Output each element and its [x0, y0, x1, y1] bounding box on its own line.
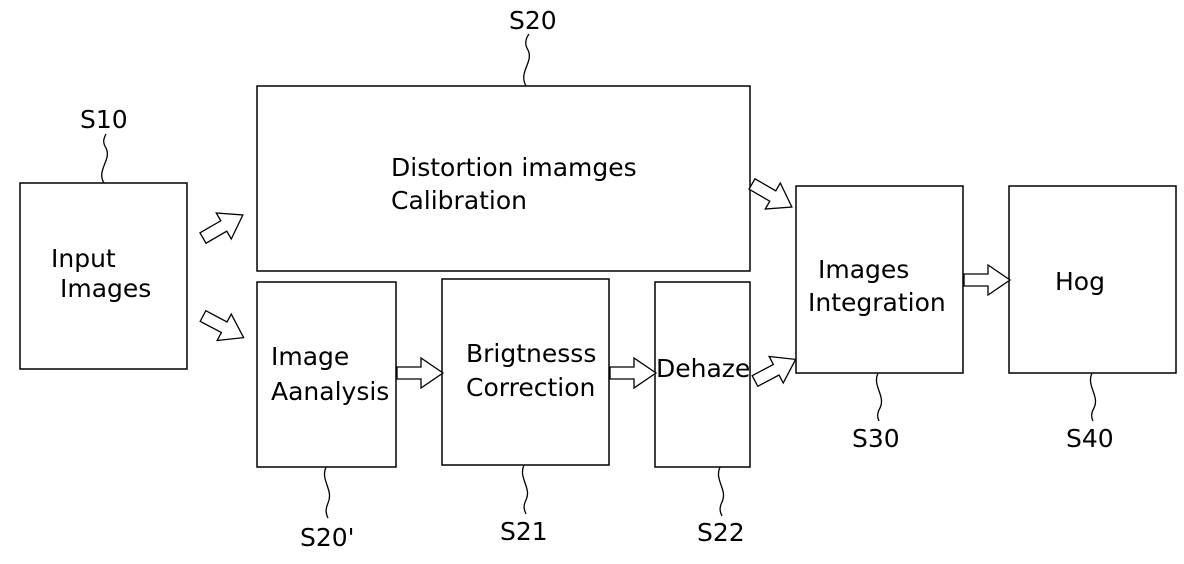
brightness-correction-label-line2: Correction — [466, 373, 595, 402]
ref-s22: S22 — [697, 466, 745, 547]
node-dehaze: Dehaze — [654, 281, 751, 468]
ref-s40-label: S40 — [1066, 424, 1114, 453]
arrow-dehaze-to-integration — [747, 345, 804, 395]
images-integration-label-line2: Integration — [808, 288, 946, 317]
images-integration-box — [795, 185, 964, 374]
image-analysis-label-line1: Image — [271, 342, 349, 371]
input-images-box — [19, 182, 188, 370]
ref-s40-leader — [1089, 372, 1097, 422]
ref-s10-leader — [101, 133, 108, 184]
ref-s20-label: S20 — [509, 6, 557, 35]
dehaze-label: Dehaze — [656, 354, 750, 383]
ref-s20-prime-label: S20' — [300, 523, 355, 552]
ref-s21-label: S21 — [500, 517, 548, 546]
arrow-distortion-to-integration — [743, 170, 800, 221]
node-input-images: Input Images — [19, 182, 188, 370]
ref-s30-leader — [875, 372, 883, 422]
input-images-label-line2: Images — [60, 274, 151, 303]
hog-box — [1008, 185, 1177, 374]
ref-s30: S30 — [852, 372, 900, 453]
ref-s20: S20 — [509, 6, 557, 87]
ref-s20-prime-leader — [323, 466, 331, 519]
ref-s20-leader — [523, 33, 530, 87]
distortion-calibration-label-line2: Calibration — [391, 186, 527, 215]
brightness-correction-box — [441, 278, 610, 466]
arrow-input-to-distortion — [194, 201, 251, 252]
ref-s10: S10 — [80, 105, 128, 184]
arrow-analysis-to-brightness — [396, 357, 444, 389]
image-analysis-label-line2: Aanalysis — [271, 377, 389, 406]
arrow-input-to-analysis — [195, 302, 252, 352]
node-distortion-calibration: Distortion imamges Calibration — [256, 85, 751, 272]
ref-s22-label: S22 — [697, 518, 745, 547]
brightness-correction-label-line1: Brigtnesss — [466, 339, 596, 368]
ref-s30-label: S30 — [852, 424, 900, 453]
node-images-integration: Images Integration — [795, 185, 964, 374]
input-images-label-line1: Input — [51, 244, 116, 273]
images-integration-label-line1: Images — [818, 255, 909, 284]
hog-label: Hog — [1055, 267, 1105, 296]
arrow-brightness-to-dehaze — [609, 357, 657, 389]
ref-s21-leader — [521, 464, 529, 515]
distortion-calibration-box — [256, 85, 751, 272]
ref-s10-label: S10 — [80, 105, 128, 134]
node-image-analysis: Image Aanalysis — [256, 281, 397, 468]
ref-s22-leader — [717, 466, 725, 517]
node-brightness-correction: Brigtnesss Correction — [441, 278, 610, 466]
ref-s40: S40 — [1066, 372, 1114, 453]
distortion-calibration-label-line1: Distortion imamges — [391, 153, 637, 182]
arrow-integration-to-hog — [963, 264, 1011, 296]
image-analysis-box — [256, 281, 397, 468]
node-hog: Hog — [1008, 185, 1177, 374]
ref-s21: S21 — [500, 464, 548, 546]
ref-s20-prime: S20' — [300, 466, 355, 552]
dehaze-box — [654, 281, 751, 468]
